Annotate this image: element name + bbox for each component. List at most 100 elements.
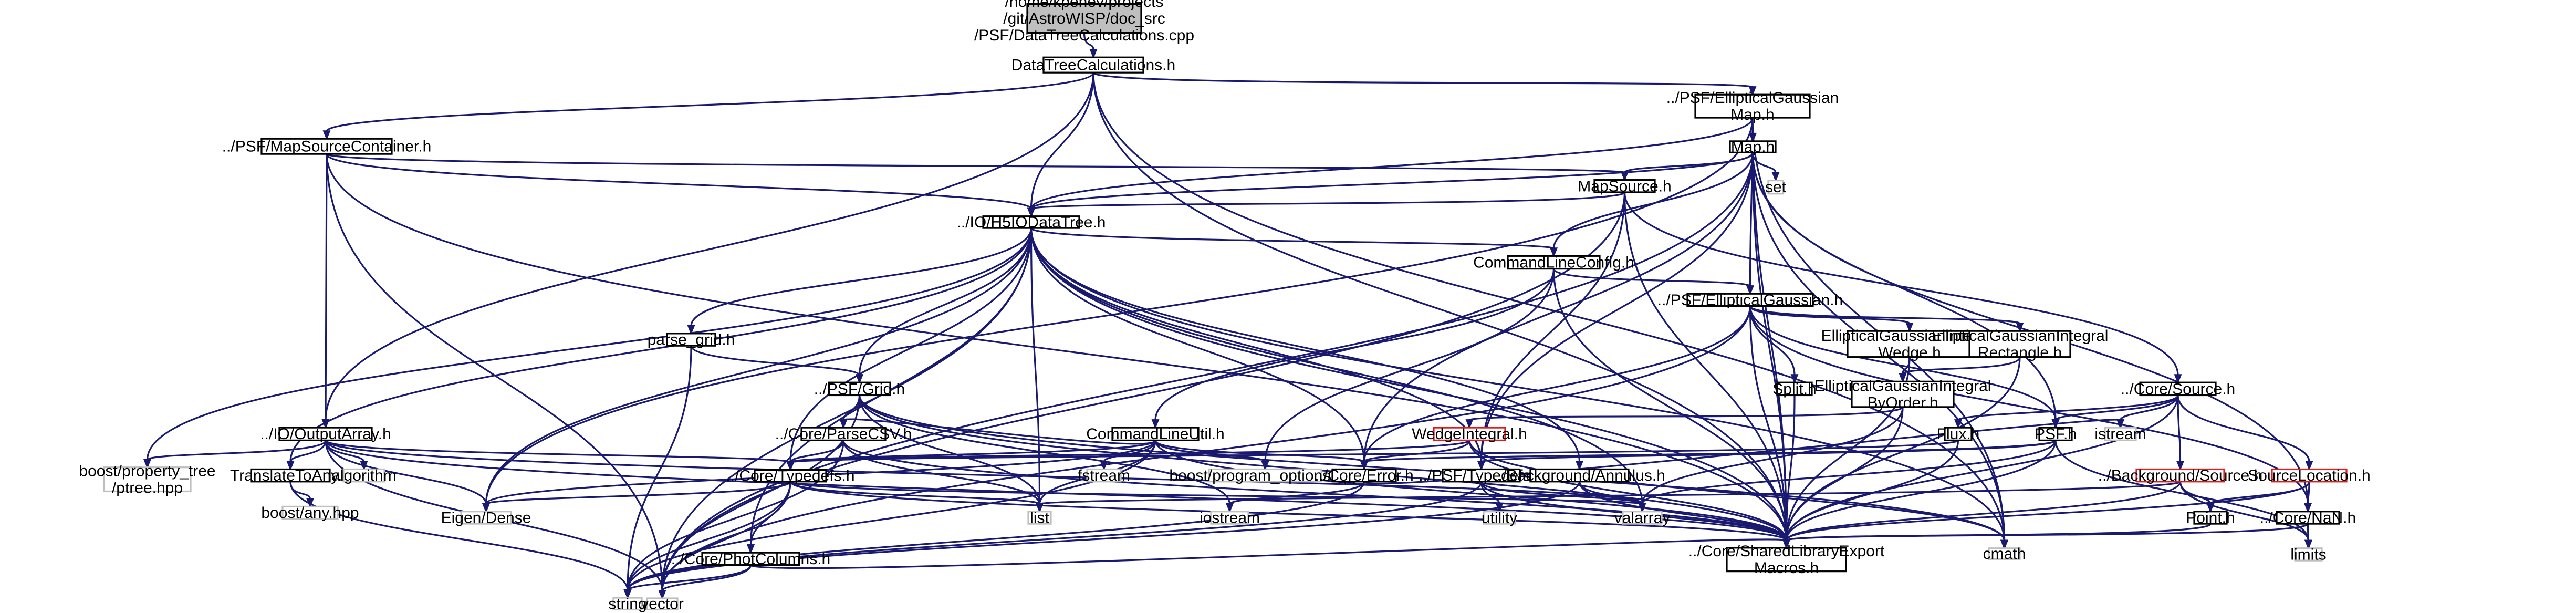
node-box-flux[interactable] [1944, 427, 1973, 441]
node-box-mapsource[interactable] [1593, 179, 1656, 193]
node-istream[interactable]: istream [2094, 425, 2146, 443]
node-string[interactable]: string [608, 595, 646, 612]
node-box-set[interactable] [1767, 179, 1784, 195]
node-box-limits[interactable] [2294, 547, 2323, 562]
node-psfeg[interactable]: ../PSF/EllipticalGaussian.h [1657, 292, 1843, 309]
node-srcloc[interactable]: SourceLocation.h [2248, 467, 2371, 484]
node-box-istream[interactable] [2104, 427, 2137, 441]
node-box-coresource[interactable] [2139, 381, 2217, 397]
node-box-maph[interactable] [1729, 140, 1777, 153]
arrowhead-clc-to-psfeg [1746, 285, 1754, 295]
node-iostream2[interactable]: iostream [1200, 509, 1260, 526]
node-box-iostream2[interactable] [1210, 511, 1249, 525]
node-box-hdt[interactable] [982, 215, 1080, 229]
node-boostany[interactable]: boost/any.hpp [261, 504, 359, 522]
node-box-dtc[interactable] [1042, 56, 1144, 74]
node-dtc[interactable]: DataTreeCalculations.h [1011, 56, 1175, 74]
node-box-parsegrid[interactable] [666, 333, 716, 347]
node-box-vector[interactable] [646, 597, 679, 611]
node-box-list[interactable] [1027, 511, 1052, 525]
node-box-psfmsc[interactable] [260, 138, 393, 155]
node-box-egiw[interactable] [1847, 330, 1973, 358]
node-fstream[interactable]: fstream [1078, 467, 1130, 484]
node-box-psfeg[interactable] [1686, 293, 1814, 307]
node-box-egir[interactable] [1968, 330, 2071, 358]
node-psfgrid[interactable]: ../PSF/Grid.h [814, 380, 905, 398]
node-box-split[interactable] [1776, 381, 1813, 397]
node-box-bgann[interactable] [1529, 468, 1630, 483]
node-box-wedge[interactable] [1433, 427, 1506, 441]
node-box-algorithm[interactable] [342, 468, 385, 483]
node-list[interactable]: list [1027, 509, 1052, 526]
node-box-psfh[interactable] [2038, 427, 2073, 441]
node-box-fstream[interactable] [1086, 468, 1122, 483]
node-valarray[interactable]: valarray [1614, 509, 1671, 526]
node-hdt[interactable]: ../IO/H5IODataTree.h [957, 214, 1106, 231]
node-point[interactable]: Point.h [2186, 509, 2235, 526]
node-coresource[interactable]: ../Core/Source.h [2121, 380, 2235, 398]
node-box-valarray[interactable] [1622, 511, 1663, 525]
node-coreerror[interactable]: ../Core/Error.h [1315, 467, 1413, 484]
node-box-psftd[interactable] [1442, 468, 1521, 483]
node-box-clu[interactable] [1111, 427, 1200, 441]
node-maph[interactable]: Map.h [1729, 139, 1777, 156]
node-ptree[interactable]: boost/property_tree/ptree.hpp [79, 463, 215, 497]
node-eigen[interactable]: Eigen/Dense [441, 509, 531, 526]
node-box-point[interactable] [2193, 511, 2228, 525]
node-box-coreerror[interactable] [1331, 468, 1397, 483]
node-coretd[interactable]: ../Core/Typedefs.h [726, 467, 854, 485]
node-corephot[interactable]: ../Core/PhotColumns.h [671, 550, 830, 568]
node-set[interactable]: set [1765, 179, 1787, 196]
node-tta[interactable]: TranslateToAny.h [230, 467, 351, 484]
node-parsegrid[interactable]: parse_grid.h [648, 331, 735, 349]
node-utility[interactable]: utility [1482, 509, 1517, 526]
node-root[interactable]: /home/kpenev/projects/git/AstroWISP/doc_… [974, 0, 1194, 44]
node-box-srcloc[interactable] [2271, 468, 2348, 483]
edge-hdt-to-parsegrid [690, 228, 1033, 327]
node-bgsource[interactable]: ../Background/Source.h [2098, 467, 2263, 484]
node-cmath[interactable]: cmath [1983, 545, 2026, 563]
node-vector[interactable]: vector [641, 596, 684, 613]
node-bgann[interactable]: ../Background/Annulus.h [1494, 467, 1665, 484]
node-box-bgsource[interactable] [2135, 468, 2225, 483]
node-box-boostany[interactable] [281, 505, 339, 520]
node-bpo[interactable]: boost/program_options.hpp [1169, 467, 1361, 484]
node-clu[interactable]: CommandLineUtil.h [1086, 425, 1224, 443]
node-box-psfgrid[interactable] [828, 381, 891, 397]
node-box-root[interactable] [1026, 3, 1142, 34]
node-split[interactable]: Split.h [1772, 380, 1816, 398]
node-box-psfegmap[interactable] [1694, 93, 1811, 119]
node-box-tta[interactable] [250, 468, 331, 483]
node-clc[interactable]: CommandLineConfig.h [1473, 254, 1634, 271]
node-box-shlib[interactable] [1726, 547, 1847, 573]
node-flux[interactable]: Flux.h [1937, 425, 1980, 443]
node-box-corenan[interactable] [2276, 511, 2340, 525]
node-box-corephot[interactable] [701, 552, 800, 566]
node-wedge[interactable]: WedgeIntegral.h [1412, 425, 1527, 443]
node-ioout[interactable]: ../IO/OutputArray.h [260, 425, 391, 443]
node-box-utility[interactable] [1483, 511, 1516, 525]
node-box-eigen[interactable] [460, 511, 512, 525]
node-box-coretd[interactable] [754, 469, 827, 483]
node-corenan[interactable]: ../Core/NaN.h [2260, 509, 2356, 526]
node-psfh[interactable]: PSF.h [2035, 425, 2077, 443]
node-box-cmath[interactable] [1988, 547, 2021, 560]
node-box-bpo[interactable] [1208, 468, 1322, 483]
node-box-coreparse[interactable] [800, 427, 887, 441]
node-psftd[interactable]: ../PSF/Typedefs.h [1419, 467, 1543, 484]
node-algorithm[interactable]: algorithm [331, 467, 396, 484]
node-box-clc[interactable] [1507, 255, 1601, 270]
node-box-egibo[interactable] [1851, 380, 1955, 408]
node-box-string[interactable] [612, 597, 643, 611]
node-mapsource[interactable]: MapSource.h [1578, 178, 1671, 195]
node-box-ioout[interactable] [278, 427, 373, 441]
node-limits[interactable]: limits [2290, 546, 2326, 563]
node-coreparse[interactable]: ../Core/ParseCSV.h [775, 425, 912, 443]
node-box-ptree[interactable] [103, 466, 192, 493]
node-psfmsc[interactable]: ../PSF/MapSourceContainer.h [222, 138, 432, 155]
